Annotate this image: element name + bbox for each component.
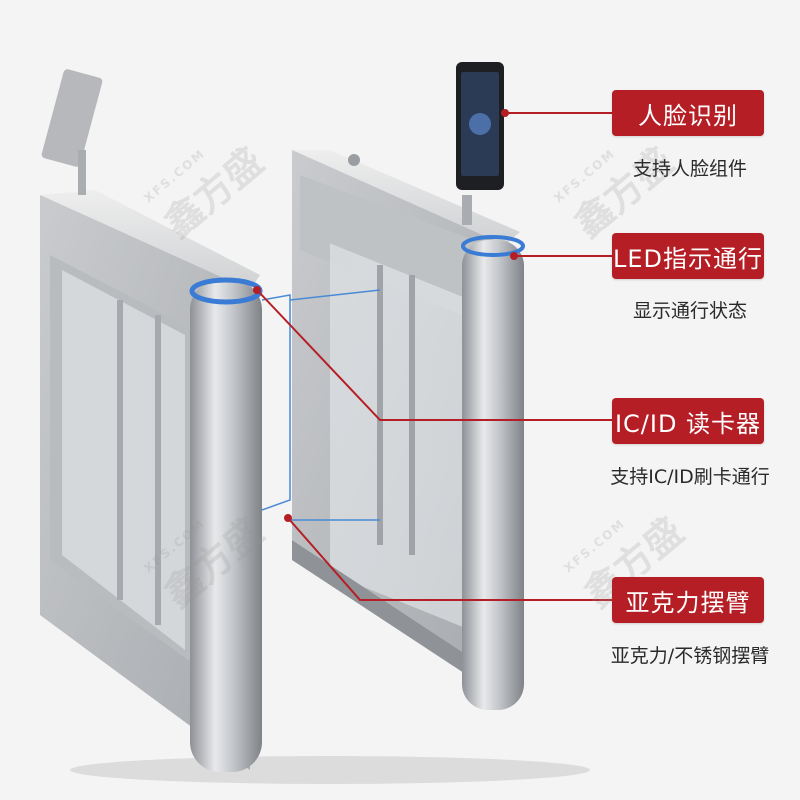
right-led-ring xyxy=(461,235,525,257)
callout-acrylic-arm-desc: 亚克力/不锈钢摆臂 xyxy=(610,645,770,667)
callout-connectors xyxy=(253,109,612,601)
callout-led-indicator: LED指示通行 xyxy=(612,233,764,279)
callout-card-reader: IC/ID 读卡器 xyxy=(612,398,764,444)
right-pillar xyxy=(462,240,524,710)
callout-led-indicator-desc: 显示通行状态 xyxy=(632,300,747,322)
left-pillar xyxy=(190,280,262,772)
callout-face-recognition: 人脸识别 xyxy=(612,90,764,136)
right-cabinet xyxy=(292,150,525,710)
floor-shadow xyxy=(70,756,590,784)
reader-lines xyxy=(261,289,381,521)
left-cabinet xyxy=(40,69,263,772)
callout-card-reader-desc: 支持IC/ID刷卡通行 xyxy=(610,466,770,488)
callout-acrylic-arm: 亚克力摆臂 xyxy=(612,577,764,623)
callout-face-recognition-desc: 支持人脸组件 xyxy=(632,158,747,180)
face-terminal xyxy=(456,62,504,225)
